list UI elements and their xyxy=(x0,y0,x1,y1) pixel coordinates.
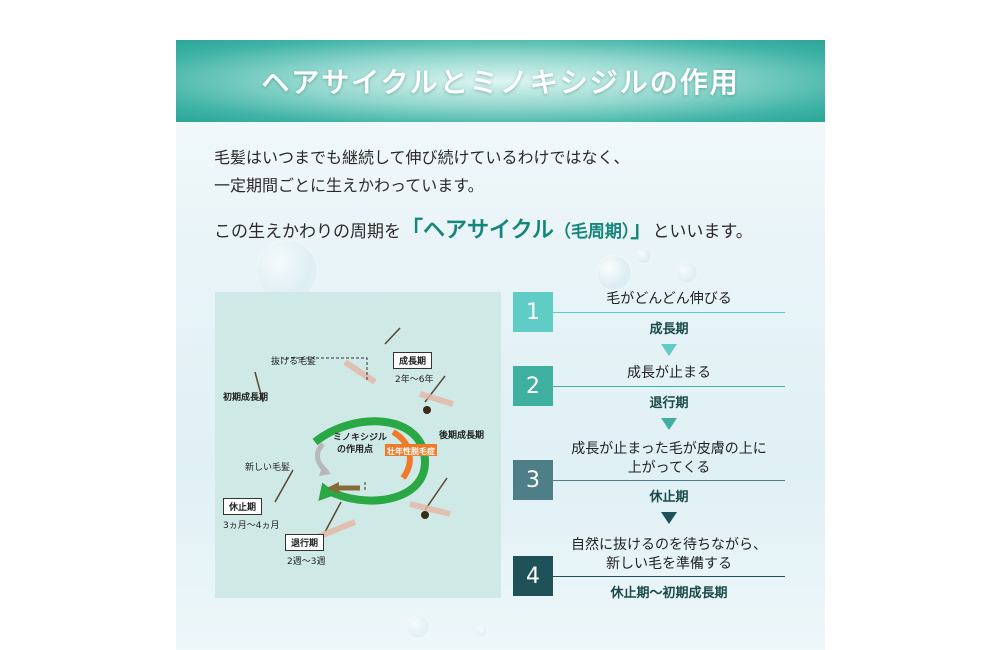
skin-band xyxy=(419,391,454,407)
step-number: 2 xyxy=(513,366,553,406)
water-drop xyxy=(596,255,632,291)
intro-line: 一定期間ごとに生えかわっています。 xyxy=(214,176,484,195)
cycle-sentence: この生えかわりの周期を「ヘアサイクル（毛周期）」といいます。 xyxy=(214,212,753,244)
term-main: ヘアサイクル xyxy=(423,218,554,243)
intro-line: 毛髪はいつまでも継続して伸び続けているわけではなく、 xyxy=(214,148,630,167)
label-koki: 後期成長期 xyxy=(439,431,485,441)
hair-strand xyxy=(384,327,401,345)
step-divider xyxy=(553,312,785,313)
bracket-open: 「 xyxy=(401,218,424,243)
step-number: 4 xyxy=(513,556,553,596)
hair-strand xyxy=(274,469,294,503)
main-panel: ヘアサイクルとミノキシジルの作用 毛髪はいつまでも継続して伸び続けているわけでは… xyxy=(176,40,825,650)
label-nukeru: 抜ける毛髪 xyxy=(271,357,317,367)
green-arrowhead xyxy=(318,482,338,501)
water-drop xyxy=(676,262,698,284)
water-drop xyxy=(476,625,488,637)
page-title: ヘアサイクルとミノキシジルの作用 xyxy=(261,66,740,99)
box-seichoki: 成長期 xyxy=(393,352,433,369)
label-minoxidil: ミノキシジル xyxy=(333,433,388,443)
water-drop xyxy=(256,240,318,302)
step-divider xyxy=(553,576,785,577)
down-arrow-icon xyxy=(661,418,677,430)
water-drop xyxy=(636,248,652,264)
label-shoki: 初期成長期 xyxy=(223,393,269,403)
step-phase: 退行期 xyxy=(649,396,689,411)
step-description-line: 自然に抜けるのを待ちながら、 xyxy=(571,537,767,553)
cycle-illustration xyxy=(254,327,454,543)
green-cycle-arrow xyxy=(312,417,430,505)
water-drop xyxy=(406,615,430,639)
step-phase: 成長期 xyxy=(649,322,689,337)
step-description-line: 成長が止まった毛が皮膚の上に xyxy=(571,441,767,457)
step-description-line: 上がってくる xyxy=(627,460,711,476)
label-atarashii: 新しい毛髪 xyxy=(245,463,291,473)
cycle-before: この生えかわりの周期を xyxy=(214,222,401,242)
hair-bulb xyxy=(421,511,429,519)
step-description: 成長が止まる xyxy=(627,365,711,381)
down-arrow-icon xyxy=(661,512,677,524)
step-description: 毛がどんどん伸びる xyxy=(606,291,732,307)
hair-strand xyxy=(324,501,342,533)
cycle-term: 「ヘアサイクル（毛周期）」 xyxy=(401,218,652,243)
label-minoxidil2: の作用点 xyxy=(337,445,374,455)
step-divider xyxy=(553,480,785,481)
step-description: 自然に抜けるのを待ちながら、 新しい毛を準備する xyxy=(553,536,785,574)
step-phase: 休止期～初期成長期 xyxy=(610,586,728,601)
hair-strand xyxy=(424,477,448,511)
alopecia-tag xyxy=(385,444,437,456)
step-number: 3 xyxy=(513,460,553,500)
intro-text: 毛髪はいつまでも継続して伸び続けているわけではなく、 一定期間ごとに生えかわって… xyxy=(214,144,630,200)
step-number: 1 xyxy=(513,292,553,332)
cycle-after: といいます。 xyxy=(652,222,753,242)
hair-strand xyxy=(254,371,264,403)
hair-cycle-diagram: 抜ける毛髪 成長期 2年～6年 初期成長期 ミノキシジル の作用点 後期成長期 … xyxy=(215,292,501,598)
title-banner: ヘアサイクルとミノキシジルの作用 xyxy=(176,40,825,122)
label-kyushi-duration: 3ヵ月～4ヵ月 xyxy=(223,521,280,531)
skin-band xyxy=(409,501,451,517)
step-divider xyxy=(553,386,785,387)
box-kyushi: 休止期 xyxy=(223,498,263,515)
gray-arrowhead xyxy=(319,464,331,476)
label-seichoki-duration: 2年～6年 xyxy=(395,375,434,385)
step-description-line: 新しい毛を準備する xyxy=(606,556,732,572)
dashed-pointer xyxy=(281,357,368,380)
box-taiko: 退行期 xyxy=(285,534,325,551)
hair-bulb xyxy=(423,406,431,414)
step-description: 成長が止まった毛が皮膚の上に 上がってくる xyxy=(553,440,785,478)
label-soseki: 壮年性脱毛症 xyxy=(387,447,435,456)
brown-arrowhead xyxy=(327,482,339,494)
step-phase: 休止期 xyxy=(649,490,689,505)
term-sub: （毛周期） xyxy=(553,222,631,242)
skin-band xyxy=(343,359,377,385)
bracket-close: 」 xyxy=(630,218,653,243)
label-taiko-duration: 2週～3週 xyxy=(287,557,326,567)
down-arrow-icon xyxy=(661,344,677,356)
